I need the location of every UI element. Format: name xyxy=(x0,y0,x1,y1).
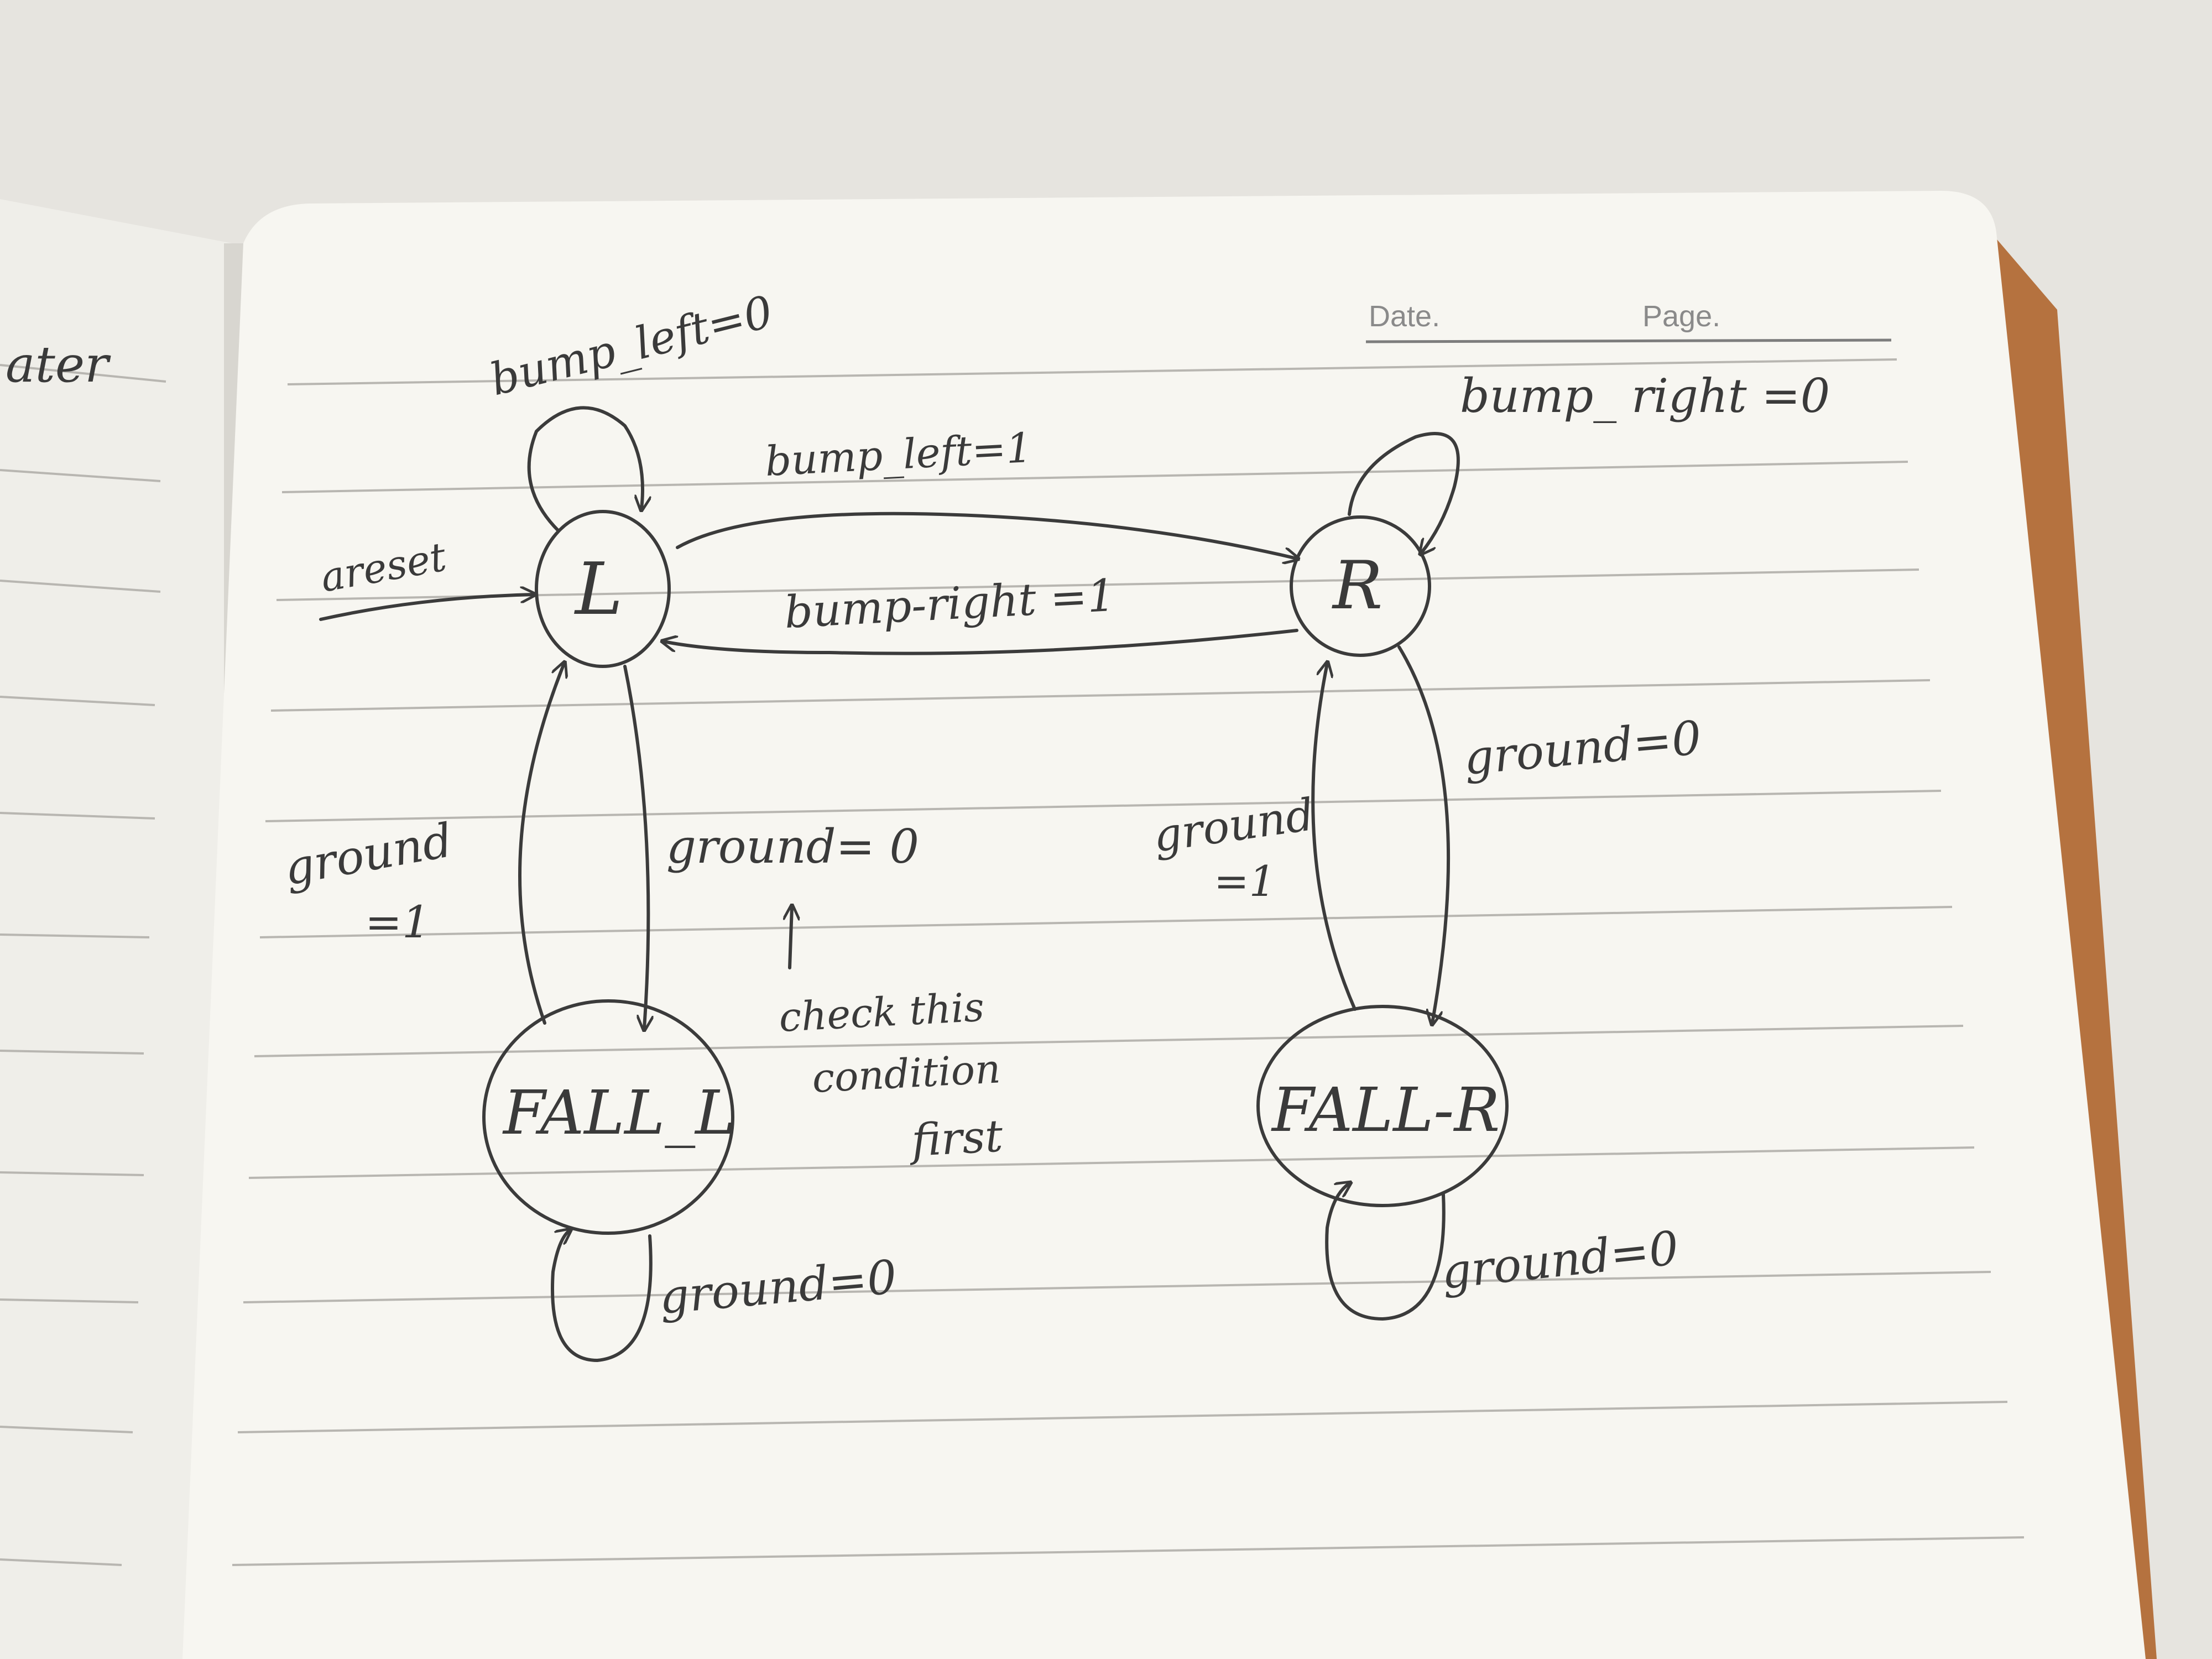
header-rule xyxy=(1365,338,1892,343)
label-fall-r-to-r-2: =1 xyxy=(1214,857,1276,906)
state-L-label: L xyxy=(574,547,623,631)
state-FALL_R-circle xyxy=(1256,1005,1509,1207)
label-fall-l-to-l-2: =1 xyxy=(365,896,430,948)
l-self-loop xyxy=(527,406,643,533)
note-line-3: first xyxy=(907,1110,1004,1166)
state-R-label: R xyxy=(1332,547,1383,624)
fall-l-to-l-arrow xyxy=(518,664,564,1025)
date-label: Date. xyxy=(1369,300,1440,333)
note-line-2: condition xyxy=(811,1045,1001,1102)
r-self-loop xyxy=(1348,432,1460,553)
l-to-r-arrow xyxy=(676,512,1297,559)
state-FALL_L-label: FALL_L xyxy=(502,1077,735,1148)
l-to-fall-l-arrow xyxy=(623,665,648,1029)
label-r-self: bump_ right =0 xyxy=(1460,369,1830,423)
right-page xyxy=(182,191,2146,1659)
r-to-fall-r-arrow xyxy=(1397,645,1451,1023)
state-FALL_L-circle xyxy=(482,999,734,1235)
page-label: Page. xyxy=(1642,300,1720,333)
left-page-partial-word: ater xyxy=(6,336,111,394)
state-FALL_R-label: FALL-R xyxy=(1271,1074,1500,1145)
state-R-circle xyxy=(1290,515,1431,657)
fall-r-to-r-arrow xyxy=(1311,664,1357,1011)
left-page-rules xyxy=(0,364,166,1566)
fall-l-self-loop xyxy=(551,1230,653,1362)
r-to-l-arrow xyxy=(664,629,1298,655)
note-line-1: check this xyxy=(778,984,985,1041)
note-up-arrow xyxy=(790,907,792,969)
left-page xyxy=(0,199,232,1659)
label-l-to-fall-l: ground= 0 xyxy=(666,820,919,874)
fall-r-self-loop xyxy=(1325,1183,1446,1321)
reset-arrow xyxy=(319,594,534,621)
